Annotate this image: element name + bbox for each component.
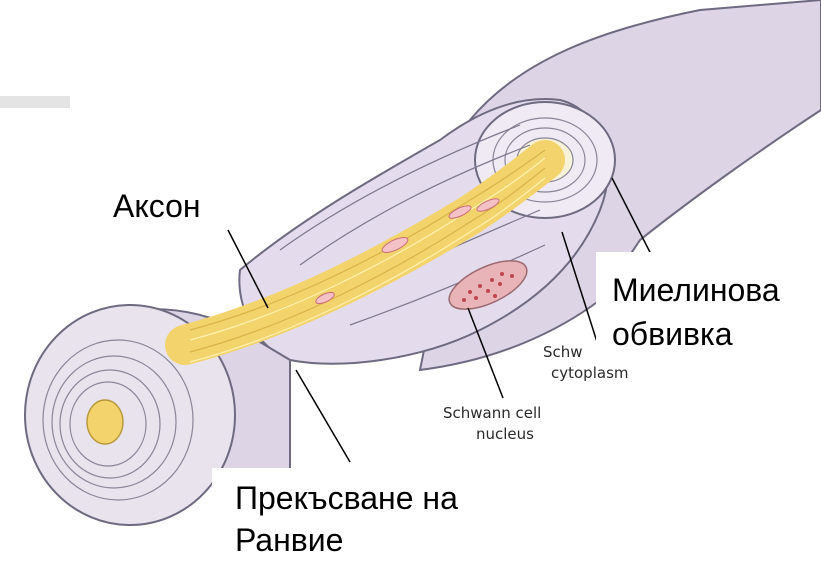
axon-label: Аксон	[113, 188, 201, 224]
schwann-nucleus-label-line2: nucleus	[476, 425, 534, 443]
node-leader-line	[296, 370, 350, 462]
schwann-cytoplasm-label-line1: Schw	[543, 343, 583, 361]
myelin-label-line1: Миелинова	[612, 272, 780, 308]
node-label-line1: Прекъсване на	[235, 480, 458, 516]
axon-cross-section	[87, 400, 123, 444]
myelin-label-line2: обвивка	[612, 316, 733, 352]
node-label-line2: Ранвие	[235, 522, 343, 558]
header-bar-decoration	[0, 96, 70, 108]
schwann-nucleus-label-line1: Schwann cell	[443, 404, 541, 422]
schwann-cytoplasm-label-line2: cytoplasm	[551, 364, 629, 382]
